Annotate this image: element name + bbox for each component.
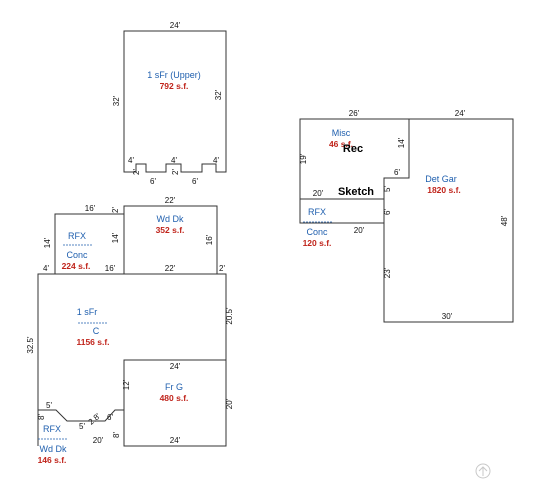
upper-b7-dim: 6' [192, 177, 198, 186]
wd-right-dim: 16' [205, 234, 214, 245]
wk-5b-dim: 5' [79, 422, 85, 431]
wd-dk-label: Wd Dk [157, 214, 185, 224]
rfx-wddk-outline [38, 409, 124, 422]
g-bot-dim: 24' [170, 436, 181, 445]
gar-right-dim: 48' [500, 215, 509, 226]
rec-14-dim: 14' [397, 137, 406, 148]
watermark-icon [475, 463, 491, 479]
rec-6-dim: 6' [394, 168, 400, 177]
conc-20-dim: 20' [354, 226, 365, 235]
rfx-left-dim: 14' [43, 237, 52, 248]
upper-b4-dim: 2' [171, 169, 180, 175]
wk-5a-dim: 5' [46, 401, 52, 410]
main-sub: C [93, 326, 100, 336]
g-right-dim: 20' [225, 398, 234, 409]
conc-outline [299, 199, 384, 224]
upper-floor-outline [123, 30, 227, 173]
rfx-right-dim: 14' [111, 232, 120, 243]
upper-b1-dim: 4' [128, 156, 134, 165]
rec-label: Rec [343, 143, 363, 155]
gar-bot-dim: 30' [442, 312, 453, 321]
main-left-dim: 32.5' [26, 336, 35, 354]
rfx-2-dim: 2' [111, 207, 120, 213]
main-area: 1156 s.f. [76, 337, 109, 347]
upper-b5-dim: 4' [213, 156, 219, 165]
misc-area: 46 s.f. [329, 139, 353, 149]
upper-right-dim: 32' [214, 89, 223, 100]
fr-g-area: 480 s.f. [160, 393, 189, 403]
rfx-conc-area: 224 s.f. [62, 261, 91, 271]
g-bl-dim: 8' [112, 432, 121, 438]
fr-g-label: Fr G [165, 382, 183, 392]
rfx-wddk-label: RFX [43, 424, 61, 434]
misc-label: Misc [332, 128, 351, 138]
wd-bot-dim: 22' [165, 264, 176, 273]
upper-left-dim: 32' [112, 95, 121, 106]
wk-8-dim: 8' [37, 414, 46, 420]
upper-top-dim: 24' [170, 21, 181, 30]
wk-28-dim: 2.8' [87, 411, 103, 426]
rfx-conc-outline [54, 213, 124, 274]
det-gar-label: Det Gar [425, 174, 457, 184]
g-top-dim: 24' [170, 362, 181, 371]
rec-20-dim: 20' [313, 189, 324, 198]
upper-b6-dim: 6' [150, 177, 156, 186]
rfx-conc2-area: 120 s.f. [303, 238, 332, 248]
rfx-top-dim: 16' [85, 204, 96, 213]
rfx-conc2-label: RFX [308, 207, 326, 217]
rfx-wddk-area: 146 s.f. [38, 455, 67, 465]
gar-6-dim: 6' [383, 209, 392, 215]
wk-20-dim: 20' [93, 436, 104, 445]
wd-dk-outline [123, 205, 218, 274]
main-right-dim: 20.5' [225, 307, 234, 325]
wk-6-dim: 6' [107, 413, 113, 422]
upper-b3-dim: 4' [171, 156, 177, 165]
gar-top-dim: 24' [455, 109, 466, 118]
g-left-dim: 12' [122, 379, 131, 390]
rfx-wddk-sub: Wd Dk [40, 444, 68, 454]
rfx-conc2-sub: Conc [306, 227, 328, 237]
det-gar-outline [383, 118, 514, 323]
gar-5-dim: 5' [383, 186, 392, 192]
upper-area: 792 s.f. [160, 81, 189, 91]
gar-23-dim: 23' [383, 267, 392, 278]
main-floor-outline [37, 273, 227, 447]
upper-b2-dim: 2' [132, 169, 141, 175]
det-gar-area: 1820 s.f. [427, 185, 461, 195]
rec-top-dim: 26' [349, 109, 360, 118]
wd-top-dim: 22' [165, 196, 176, 205]
upper-label: 1 sFr (Upper) [147, 70, 201, 80]
rfx-bl-dim: 4' [43, 264, 49, 273]
rfx-bot-dim: 16' [105, 264, 116, 273]
sketch-title: Sketch [338, 186, 374, 198]
wd-dk-area: 352 s.f. [156, 225, 185, 235]
rec-left-dim: 19' [299, 153, 308, 164]
wd-br-dim: 2' [219, 264, 225, 273]
rfx-conc-label: RFX [68, 231, 86, 241]
main-label: 1 sFr [77, 307, 98, 317]
rfx-conc-sub: Conc [66, 250, 88, 260]
